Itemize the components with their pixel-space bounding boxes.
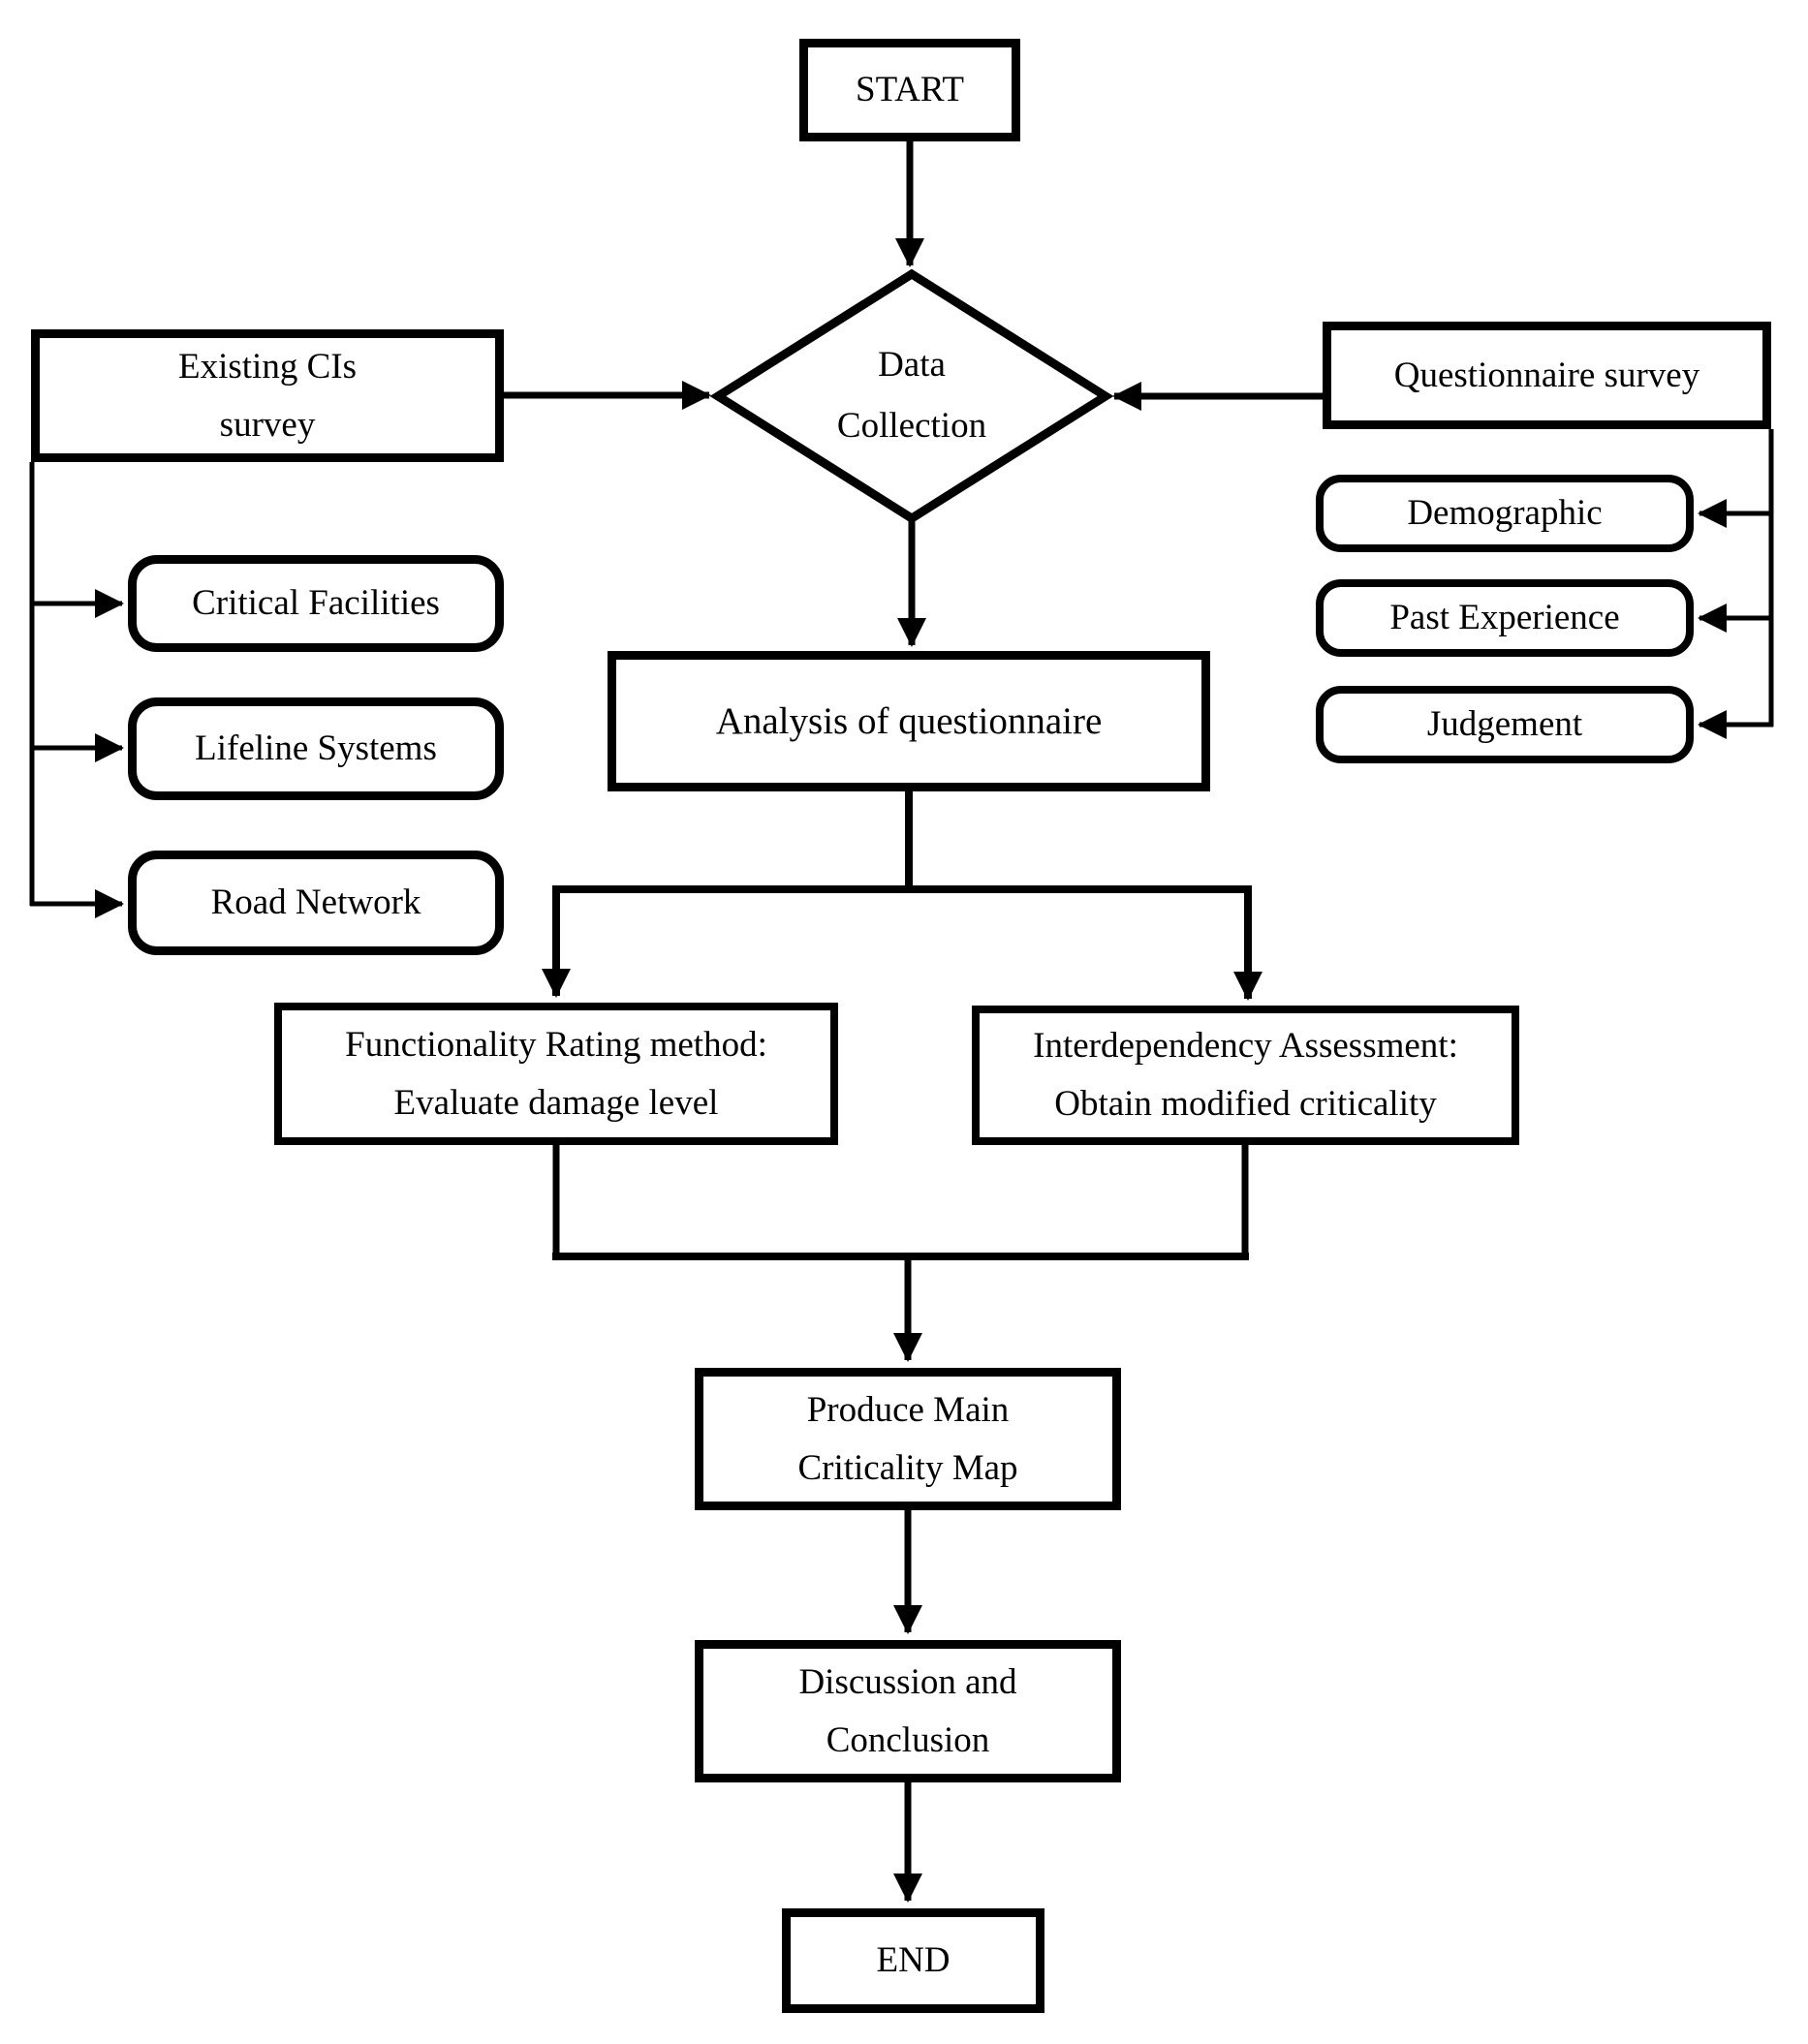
- node-judgement: Judgement: [1316, 686, 1694, 763]
- node-critical-facilities: Critical Facilities: [128, 555, 504, 652]
- judgement-label: Judgement: [1426, 704, 1583, 745]
- lifeline-systems-label: Lifeline Systems: [195, 728, 437, 769]
- node-analysis-of-questionnaire: Analysis of questionnaire: [608, 651, 1210, 791]
- node-end: END: [782, 1908, 1044, 2013]
- node-interdependency-assessment: Interdependency Assessment: Obtain modif…: [972, 1006, 1519, 1145]
- node-produce-main-criticality-map: Produce Main Criticality Map: [695, 1368, 1121, 1510]
- analysis-of-questionnaire-label: Analysis of questionnaire: [715, 699, 1103, 742]
- road-network-label: Road Network: [210, 883, 421, 923]
- past-experience-label: Past Experience: [1389, 598, 1620, 638]
- questionnaire-survey-label: Questionnaire survey: [1393, 355, 1700, 395]
- node-questionnaire-survey: Questionnaire survey: [1323, 322, 1771, 429]
- discussion-and-conclusion-label: Discussion and Conclusion: [798, 1661, 1017, 1760]
- node-demographic: Demographic: [1316, 475, 1694, 552]
- existing-cis-survey-label: Existing CIs survey: [178, 346, 357, 445]
- node-road-network: Road Network: [128, 851, 504, 955]
- critical-facilities-label: Critical Facilities: [192, 583, 440, 624]
- interdependency-assessment-label: Interdependency Assessment: Obtain modif…: [1033, 1026, 1458, 1124]
- data-collection-label: Data Collection: [836, 345, 987, 446]
- demographic-label: Demographic: [1407, 493, 1603, 534]
- produce-main-criticality-map-label: Produce Main Criticality Map: [797, 1389, 1018, 1488]
- node-lifeline-systems: Lifeline Systems: [128, 697, 504, 800]
- functionality-rating-label: Functionality Rating method: Evaluate da…: [345, 1024, 767, 1123]
- start-label: START: [856, 70, 964, 110]
- node-past-experience: Past Experience: [1316, 579, 1694, 657]
- node-start: START: [799, 39, 1020, 141]
- node-discussion-and-conclusion: Discussion and Conclusion: [695, 1640, 1121, 1782]
- end-label: END: [876, 1940, 951, 1981]
- node-functionality-rating: Functionality Rating method: Evaluate da…: [274, 1003, 838, 1145]
- node-existing-cis-survey: Existing CIs survey: [31, 329, 504, 462]
- node-data-collection-label: Data Collection: [766, 328, 1057, 464]
